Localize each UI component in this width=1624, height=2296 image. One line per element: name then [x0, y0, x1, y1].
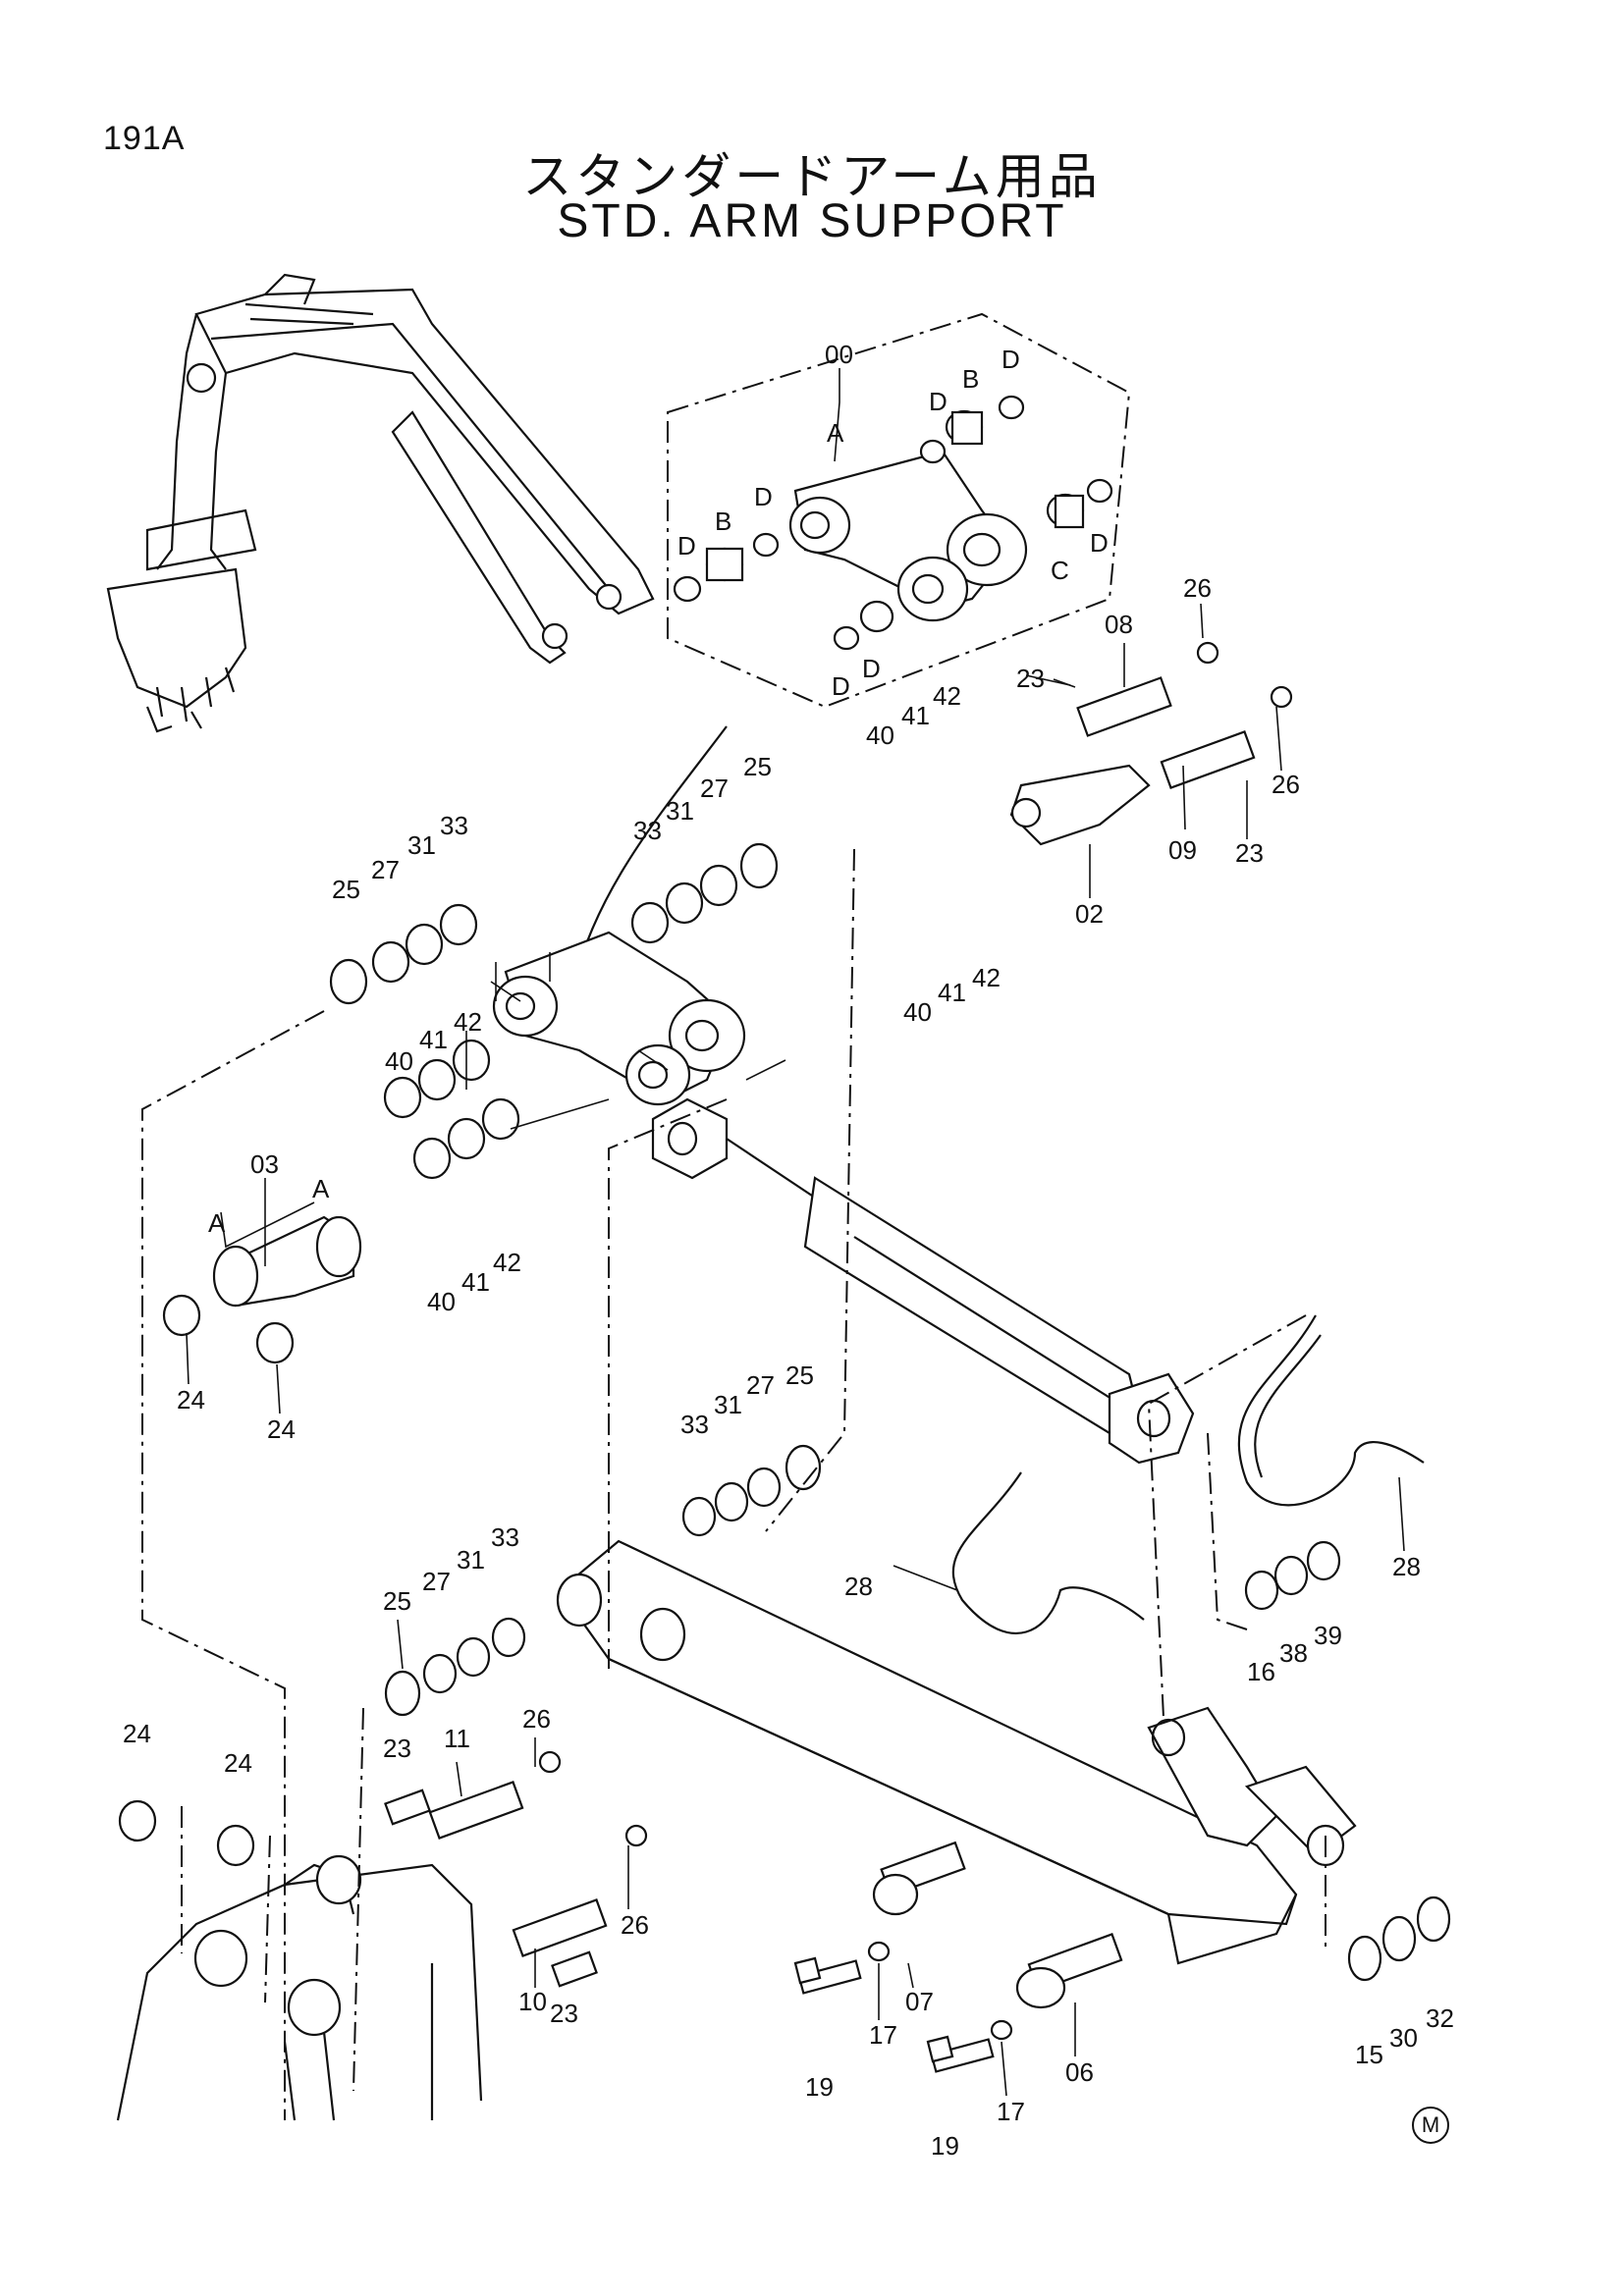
kit-00-exploded-group: [572, 312, 1131, 983]
callout-17: 17: [997, 2097, 1025, 2126]
callout-16: 16: [1247, 1657, 1275, 1686]
callout-07: 07: [905, 1987, 934, 2016]
callout-27: 27: [371, 855, 400, 884]
callout-19: 19: [805, 2072, 834, 2102]
callout-28: 28: [1392, 1552, 1421, 1581]
callout-19: 19: [931, 2131, 959, 2161]
callout-32: 32: [1426, 2003, 1454, 2033]
callout-D: D: [929, 387, 947, 416]
reference-lines: [141, 848, 1326, 2120]
pins-and-fasteners: [384, 641, 1293, 2073]
callout-A: A: [312, 1174, 330, 1203]
callout-08: 08: [1105, 610, 1133, 639]
manufacturer-mark: M: [1412, 2107, 1449, 2144]
callout-33: 33: [440, 811, 468, 840]
callout-39: 39: [1314, 1621, 1342, 1650]
hoses-and-shims: [951, 1314, 1425, 1634]
h-link-assembly: [162, 842, 779, 1364]
callout-42: 42: [454, 1007, 482, 1037]
callout-31: 31: [407, 830, 436, 860]
callout-41: 41: [901, 701, 930, 730]
callout-23: 23: [1235, 838, 1264, 868]
callout-25: 25: [332, 875, 360, 904]
callout-C: C: [1051, 556, 1069, 585]
callout-00: 00: [825, 340, 853, 369]
callout-23: 23: [383, 1734, 411, 1763]
callout-17: 17: [869, 2020, 897, 2050]
callout-A: A: [827, 418, 844, 448]
callout-33: 33: [680, 1410, 709, 1439]
callout-D: D: [832, 671, 850, 701]
callout-24: 24: [123, 1719, 151, 1748]
callout-26: 26: [1183, 573, 1212, 603]
bucket-structure: [116, 1799, 483, 2121]
callout-24: 24: [177, 1385, 205, 1415]
callout-25: 25: [785, 1361, 814, 1390]
arm-structure: [556, 1539, 1357, 1965]
callout-31: 31: [666, 796, 694, 826]
callout-25: 25: [743, 752, 772, 781]
callout-D: D: [1001, 345, 1020, 374]
callout-labels: 00 A B D D D B D D C D D 08 23 26 42 41 …: [123, 340, 1454, 2161]
callout-23: 23: [550, 1999, 578, 2028]
callout-D: D: [677, 531, 696, 561]
callout-42: 42: [933, 681, 961, 711]
callout-28: 28: [844, 1572, 873, 1601]
callout-27: 27: [746, 1370, 775, 1400]
callout-09: 09: [1168, 835, 1197, 865]
leader-lines: [186, 368, 1405, 2097]
callout-B: B: [962, 364, 979, 394]
callout-26: 26: [621, 1910, 649, 1940]
callout-D: D: [1090, 528, 1109, 558]
callout-40: 40: [427, 1287, 456, 1316]
title-japanese: スタンダードアーム用品: [522, 148, 1102, 205]
title-english: STD. ARM SUPPORT: [557, 195, 1067, 247]
callout-26: 26: [522, 1704, 551, 1734]
callout-40: 40: [903, 997, 932, 1027]
callout-11: 11: [444, 1724, 470, 1753]
callout-33: 33: [633, 816, 662, 845]
callout-30: 30: [1389, 2023, 1418, 2053]
callout-03: 03: [250, 1149, 279, 1179]
arm-cylinder: [651, 1097, 1195, 1465]
page-code: 191A: [103, 120, 186, 157]
callout-40: 40: [385, 1046, 413, 1076]
callout-D: D: [754, 482, 773, 511]
callout-42: 42: [493, 1248, 521, 1277]
callout-31: 31: [714, 1390, 742, 1419]
excavator-overview-illustration: [106, 273, 655, 733]
lower-shims: [384, 1444, 1451, 1982]
callout-10: 10: [518, 1987, 547, 2016]
callout-C: D: [862, 654, 881, 683]
callout-42: 42: [972, 963, 1001, 992]
callout-41: 41: [419, 1025, 448, 1054]
callout-25: 25: [383, 1586, 411, 1616]
callout-27: 27: [700, 774, 729, 803]
callout-26: 26: [1272, 770, 1300, 799]
callout-02: 02: [1075, 899, 1104, 929]
callout-38: 38: [1279, 1638, 1308, 1668]
callout-41: 41: [938, 978, 966, 1007]
callout-15: 15: [1355, 2040, 1383, 2069]
callout-31: 31: [457, 1545, 485, 1575]
callout-40: 40: [866, 721, 894, 750]
callout-41: 41: [461, 1267, 490, 1297]
callout-33: 33: [491, 1522, 519, 1552]
callout-24: 24: [267, 1415, 296, 1444]
callout-06: 06: [1065, 2057, 1094, 2087]
callout-24: 24: [224, 1748, 252, 1778]
callout-27: 27: [422, 1567, 451, 1596]
callout-B: B: [715, 507, 731, 536]
